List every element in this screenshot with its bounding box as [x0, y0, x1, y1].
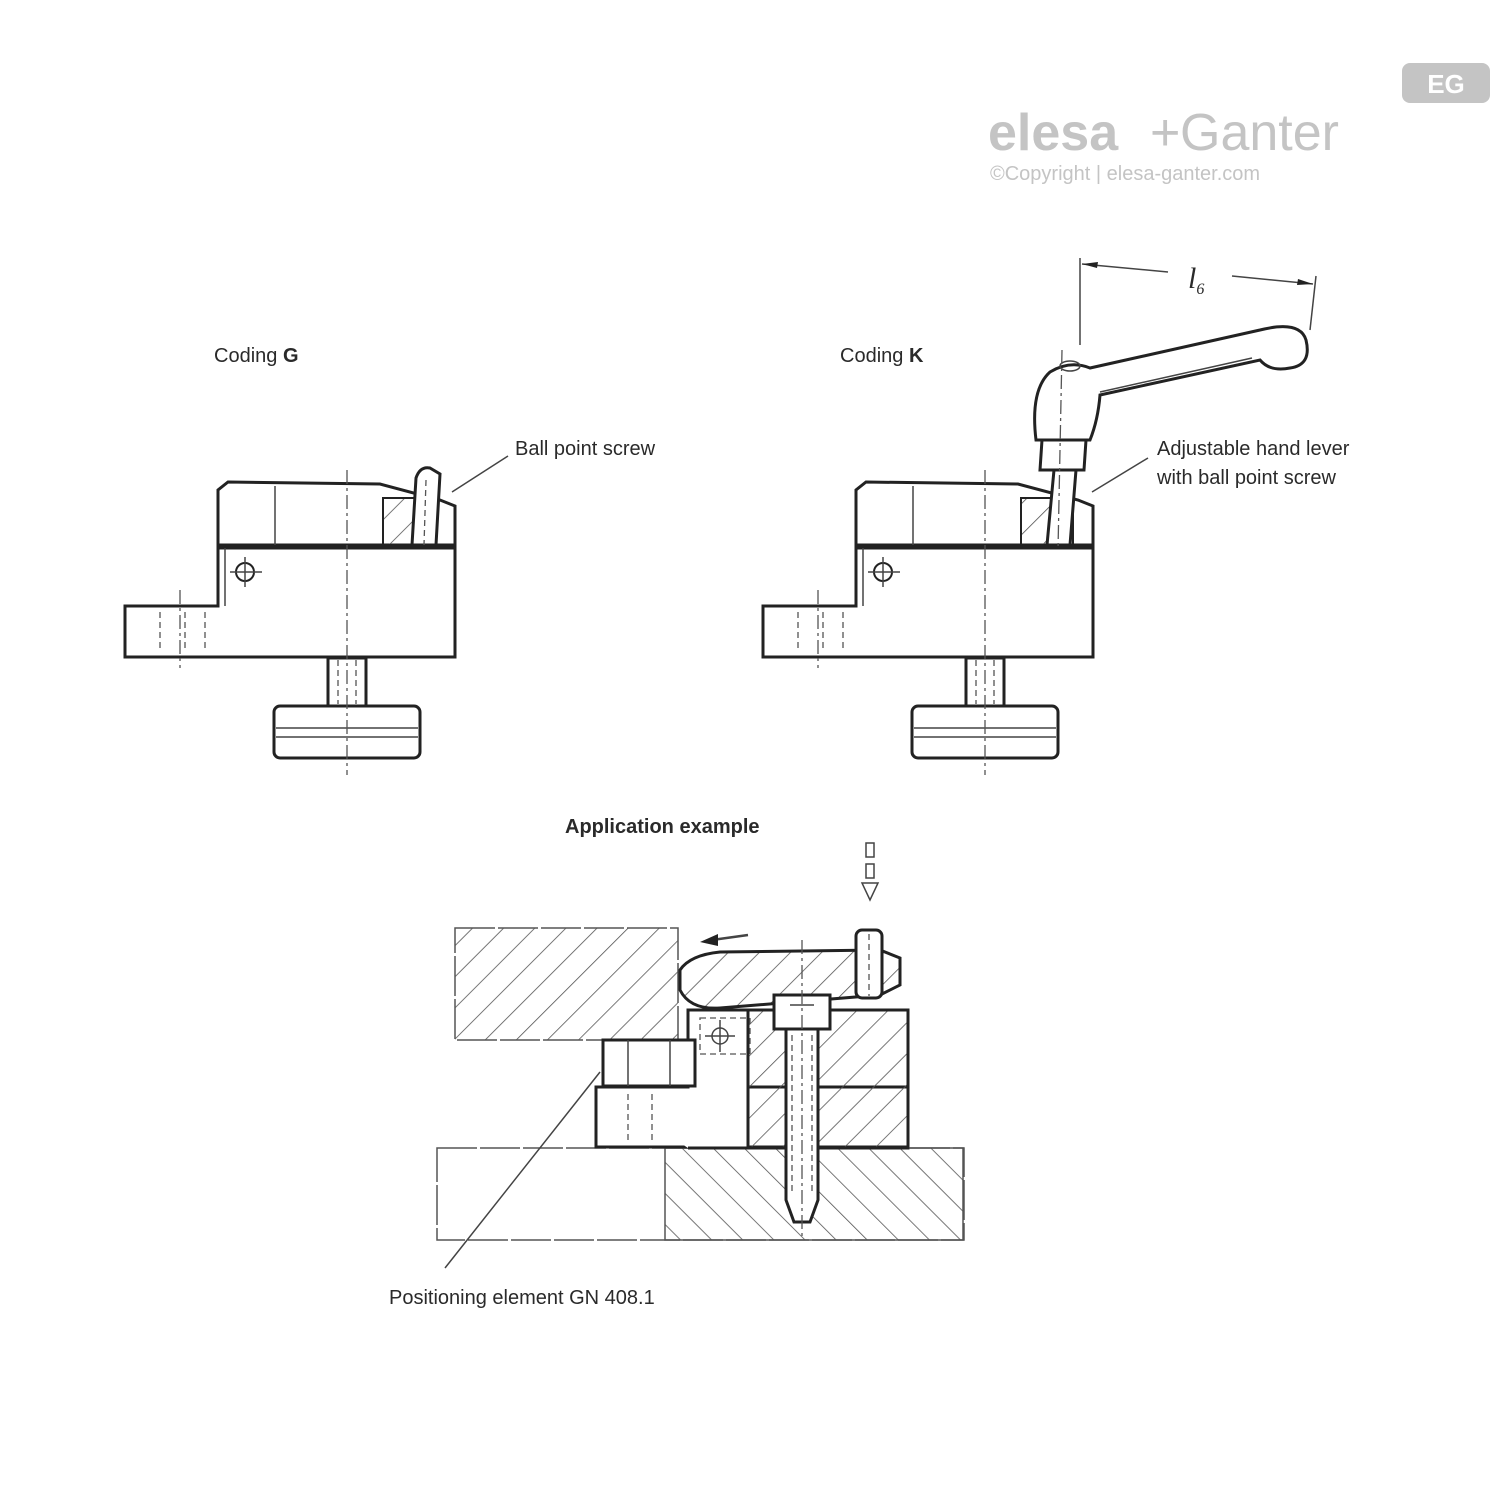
coding-g-view: Coding G Ball point screw	[123, 345, 656, 775]
application-example: Application example	[389, 816, 965, 1309]
coding-k-label: Coding K	[840, 345, 924, 367]
hand-lever-label-1: Adjustable hand lever	[1157, 438, 1350, 460]
force-arrow	[860, 842, 880, 902]
copyright-text: ©Copyright | elesa-ganter.com	[990, 163, 1260, 185]
ball-point-screw-label: Ball point screw	[515, 438, 656, 460]
ball-point-screw	[410, 466, 442, 547]
workpiece	[454, 927, 679, 1041]
swivel-arm	[678, 948, 902, 1010]
swivel-arm	[216, 480, 457, 547]
element-riser	[746, 1008, 910, 1150]
swivel-arm	[854, 480, 1095, 547]
hand-lever-label-2: with ball point screw	[1156, 467, 1337, 489]
hex-nut	[601, 1038, 697, 1088]
dimension-symbol: l6	[1188, 262, 1204, 298]
eg-badge	[1402, 63, 1490, 103]
adjustable-hand-lever	[1033, 325, 1309, 547]
coding-g-label: Coding G	[214, 345, 299, 367]
application-title: Application example	[565, 816, 760, 838]
elesa-ganter-logo: EG elesa + Ganter ©Copyright | elesa-gan…	[988, 63, 1490, 185]
brand-plus: +	[1150, 104, 1180, 162]
coding-k-view: Coding K Adjustable hand lever with ball…	[761, 258, 1350, 775]
brand-elesa: elesa	[988, 104, 1119, 162]
dimension-l6: l6	[1079, 258, 1317, 345]
base-body	[761, 546, 1095, 659]
ball-point-screw-leader	[451, 455, 509, 493]
positioning-element-label: Positioning element GN 408.1	[389, 1287, 655, 1309]
positioning-element-leader	[444, 1071, 601, 1269]
eg-badge-text: EG	[1427, 69, 1465, 99]
hand-lever-leader	[1091, 457, 1149, 493]
base-body	[123, 546, 457, 659]
brand-ganter: Ganter	[1180, 104, 1339, 162]
